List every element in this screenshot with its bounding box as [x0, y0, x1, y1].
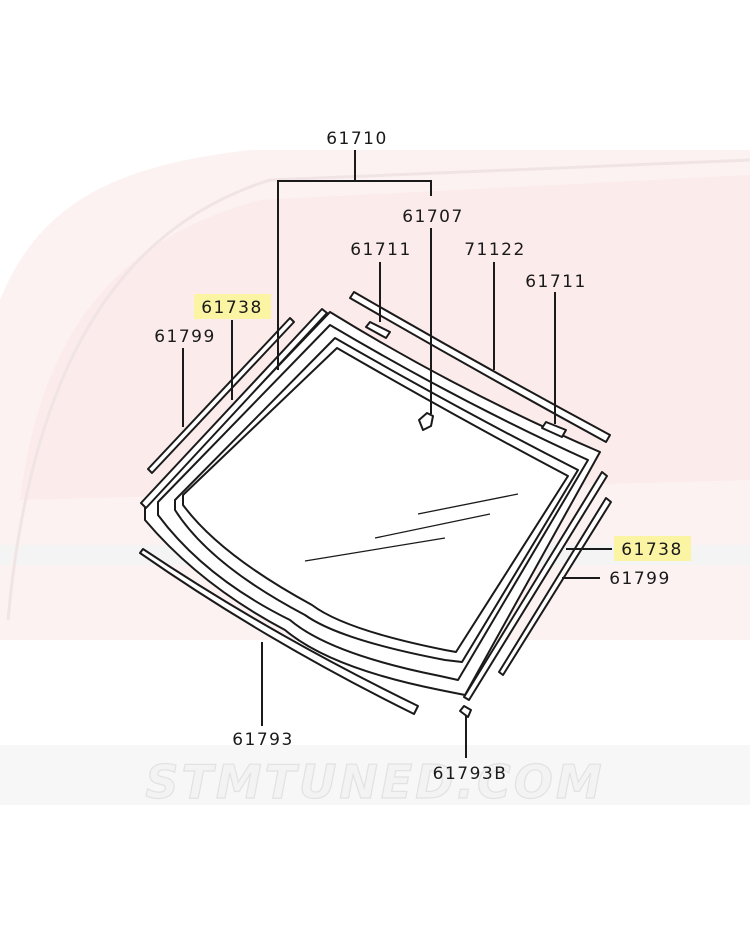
glass-reflection-1 [304, 537, 446, 562]
upper-molding [349, 291, 611, 443]
label-mirror-bracket: 61707 [402, 207, 464, 227]
label-side-molding-left: 61738 [201, 298, 263, 318]
highlight-side-molding-left [194, 294, 271, 319]
label-side-trim-left: 61799 [154, 327, 216, 347]
highlight-side-molding-right [614, 536, 691, 561]
watermark-banner [0, 745, 750, 805]
label-lower-molding: 61793 [232, 730, 294, 750]
lower-molding-clip [459, 705, 472, 718]
side-trim-right [498, 497, 612, 676]
watermark-swoosh-edge [6, 158, 750, 621]
label-lower-molding-clip: 61793B [433, 764, 508, 784]
lower-molding [139, 548, 419, 715]
leader-lines [182, 150, 612, 758]
label-sensor-pad-left: 61711 [350, 240, 412, 260]
glass-reflection-3 [417, 493, 519, 515]
watermark-text: STMTUNED.COM [145, 755, 604, 809]
label-windshield-assembly: 61710 [326, 129, 388, 149]
label-upper-molding: 71122 [464, 240, 526, 260]
side-molding-left [140, 308, 328, 509]
sensor-pad-right [541, 421, 567, 438]
part-labels: 61710 61707 61711 71122 61711 61738 6179… [154, 129, 683, 784]
parts [139, 291, 612, 718]
label-side-molding-right: 61738 [621, 540, 683, 560]
side-trim-left [147, 317, 295, 474]
sensor-pad-left [365, 321, 391, 339]
glass-reflection-2 [374, 513, 491, 539]
side-molding-right [463, 471, 608, 701]
label-sensor-pad-right: 61711 [525, 272, 587, 292]
label-side-trim-right: 61799 [609, 569, 671, 589]
mirror-bracket [418, 412, 434, 431]
